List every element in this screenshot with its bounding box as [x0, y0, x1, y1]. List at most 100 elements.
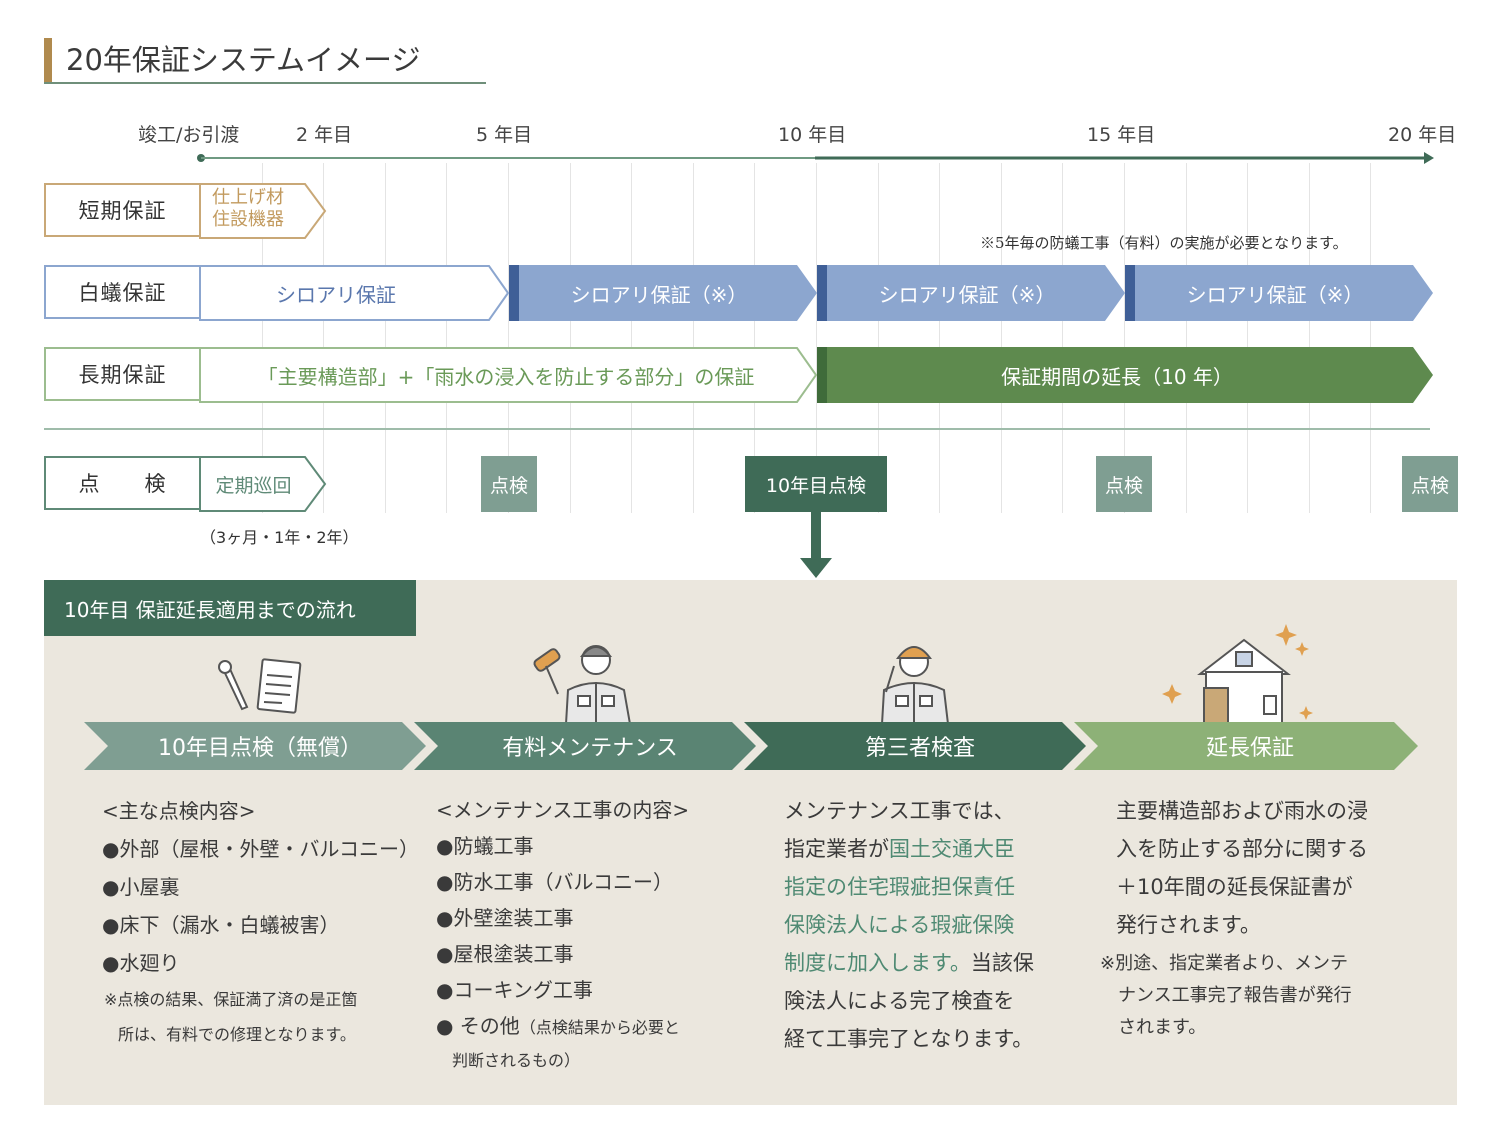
grid-line	[1370, 163, 1371, 513]
step-10yr-inspection: 10年目点検（無償）	[158, 736, 362, 761]
grid-line	[631, 163, 632, 513]
col3-highlight: 保険法人による瑕疵保険	[784, 913, 1015, 937]
grid-line	[1247, 163, 1248, 513]
year-label-handover: 竣工/お引渡	[138, 124, 240, 146]
grid-line	[754, 163, 755, 513]
col1-item: ●小屋裏	[102, 875, 180, 899]
extended-warranty-description: 主要構造部および雨水の浸 入を防止する部分に関する ＋10年間の延長保証書が 発…	[1116, 792, 1368, 944]
col3-line: 制度に加入します。当該保	[784, 944, 1034, 982]
step-third-party-inspection: 第三者検査	[864, 736, 975, 761]
timeline-arrow	[197, 152, 1434, 164]
grid-line	[570, 163, 571, 513]
inspection-periodic-arrow	[199, 456, 327, 512]
col3-line: メンテナンス工事では、	[784, 799, 1015, 823]
col1-note-2: 所は、有料での修理となります。	[118, 1025, 356, 1044]
col3-text: 当該保	[970, 951, 1034, 975]
flow-step-arrows	[84, 722, 1418, 770]
termite-note: ※5年毎の防蟻工事（有料）の実施が必要となります。	[980, 234, 1348, 252]
col2-other-label: ● その他	[436, 1014, 520, 1038]
col1-item: ●水廻り	[102, 951, 180, 975]
col3-line: 指定業者が国土交通大臣	[784, 830, 1034, 868]
termite-warranty-arrows	[199, 265, 1433, 321]
col1-heading: <主な点検内容>	[102, 799, 256, 823]
col4-note-line: ※別途、指定業者より、メンテ	[1100, 953, 1349, 974]
grid-line	[1001, 163, 1002, 513]
col3-highlight: 国土交通大臣	[889, 837, 1015, 861]
short-item-finish: 仕上げ材	[212, 187, 284, 208]
down-arrow-icon	[800, 512, 832, 578]
sparkling-house-icon	[1162, 624, 1313, 725]
inspection-badge-10: 10年目点検	[745, 456, 887, 512]
col3-line: 経て工事完了となります。	[784, 1027, 1034, 1051]
year-label-2: 2 年目	[296, 124, 353, 146]
inspection-badge-15: 点検	[1096, 456, 1152, 512]
grid-line	[446, 163, 447, 513]
termite-initial-text: シロアリ保証	[276, 282, 396, 307]
year-label-10: 10 年目	[778, 124, 847, 146]
grid-line	[1186, 163, 1187, 513]
grid-line	[1062, 163, 1063, 513]
col2-other: ● その他（点検結果から必要と	[436, 1008, 689, 1046]
termite-renewal-10: シロアリ保証（※）	[878, 282, 1056, 307]
short-warranty-label: 短期保証	[44, 183, 199, 237]
grid-line	[262, 163, 263, 513]
flow-title: 10年目 保証延長適用までの流れ	[44, 580, 416, 636]
short-item-equipment: 住設機器	[212, 209, 284, 230]
col1-item: ●床下（漏水・白蟻被害）	[102, 913, 340, 937]
grid-line	[508, 163, 509, 513]
long-extension-text: 保証期間の延長（10 年）	[1001, 364, 1233, 389]
page-title: 20年保証システムイメージ	[66, 43, 421, 77]
col3-line: 険法人による完了検査を	[784, 989, 1015, 1013]
grid-line	[323, 163, 324, 513]
third-party-description: メンテナンス工事では、 指定業者が国土交通大臣 指定の住宅瑕疵担保責任 保険法人…	[784, 792, 1034, 1058]
grid-line	[939, 163, 940, 513]
inspection-badge-5: 点検	[481, 456, 537, 512]
maintenance-contents: <メンテナンス工事の内容> ●防蟻工事 ●防水工事（バルコニー） ●外壁塗装工事…	[436, 792, 689, 1046]
col3-text: 指定業者が	[784, 837, 889, 861]
grid-line	[1124, 163, 1125, 513]
col4-line: ＋10年間の延長保証書が	[1116, 875, 1353, 899]
col4-note: ※別途、指定業者より、メンテ ナンス工事完了報告書が発行 されます。	[1100, 948, 1352, 1044]
col2-item: ●防水工事（バルコニー）	[436, 870, 674, 894]
col4-line: 発行されます。	[1116, 913, 1261, 937]
col2-item: ●外壁塗装工事	[436, 906, 574, 930]
col2-other-note: （点検結果から必要と	[519, 1018, 680, 1037]
step-extended-warranty: 延長保証	[1205, 736, 1294, 761]
long-initial-text: 「主要構造部」+「雨水の浸入を防止する部分」の保証	[257, 364, 755, 389]
periodic-patrol-note: （3ヶ月・1年・2年）	[200, 528, 359, 547]
termite-warranty-label: 白蟻保証	[44, 265, 199, 319]
col2-item: ●屋根塗装工事	[436, 942, 574, 966]
grid-line	[816, 163, 817, 513]
col4-line: 入を防止する部分に関する	[1116, 837, 1368, 861]
grid-line	[1309, 163, 1310, 513]
col3-highlight: 指定の住宅瑕疵担保責任	[784, 875, 1015, 899]
col2-heading: <メンテナンス工事の内容>	[436, 798, 690, 822]
col2-item: ●コーキング工事	[436, 978, 593, 1002]
periodic-patrol-text: 定期巡回	[215, 474, 292, 497]
inspection-label: 点 検	[44, 456, 199, 510]
long-warranty-arrows	[199, 347, 1433, 403]
inspection-contents: <主な点検内容> ●外部（屋根・外壁・バルコニー） ●小屋裏 ●床下（漏水・白蟻…	[102, 792, 419, 982]
col1-item: ●外部（屋根・外壁・バルコニー）	[102, 837, 420, 861]
col4-note-line: されます。	[1118, 1017, 1207, 1038]
grid-line	[385, 163, 386, 513]
short-warranty-arrow	[199, 183, 327, 239]
col2-other-note-2: 判断されるもの）	[452, 1051, 581, 1070]
col4-note-line: ナンス工事完了報告書が発行	[1118, 985, 1352, 1006]
step-paid-maintenance: 有料メンテナンス	[502, 736, 678, 761]
termite-renewal-15: シロアリ保証（※）	[1186, 282, 1364, 307]
year-label-5: 5 年目	[476, 124, 533, 146]
long-warranty-label: 長期保証	[44, 347, 199, 401]
inspection-badge-20: 点検	[1402, 456, 1458, 512]
col4-line: 主要構造部および雨水の浸	[1116, 799, 1368, 823]
termite-renewal-5: シロアリ保証（※）	[570, 282, 748, 307]
col2-item: ●防蟻工事	[436, 834, 534, 858]
tools-clipboard-icon	[218, 658, 302, 714]
year-label-20: 20 年目	[1388, 124, 1457, 146]
short-warranty-items: 仕上げ材 住設機器	[212, 187, 284, 231]
title-underline	[44, 82, 486, 84]
grid-line	[693, 163, 694, 513]
title-accent-bar	[44, 38, 52, 82]
year-label-15: 15 年目	[1087, 124, 1156, 146]
row-separator	[44, 428, 1430, 430]
